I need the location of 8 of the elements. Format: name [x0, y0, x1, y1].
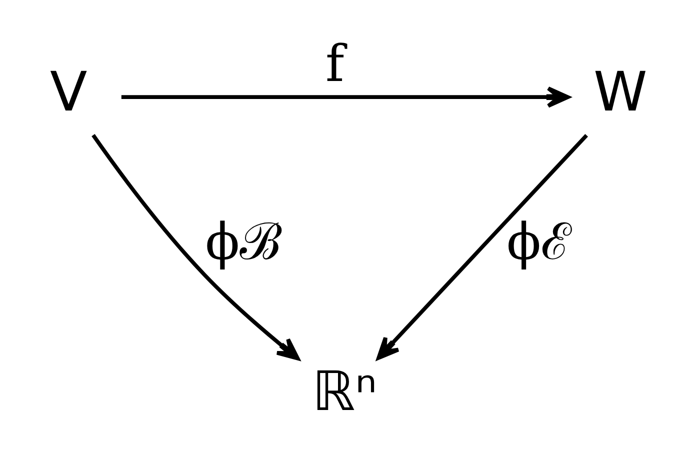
arrow: [121, 86, 570, 108]
arrow: [92, 134, 300, 360]
arrow: [376, 133, 588, 360]
node-text: W: [594, 60, 648, 124]
edge-label: ϕℬ: [205, 211, 282, 270]
node-text: V: [50, 60, 88, 124]
node-text: ℝⁿ: [312, 359, 377, 422]
edge-label: ϕℰ: [506, 211, 572, 270]
